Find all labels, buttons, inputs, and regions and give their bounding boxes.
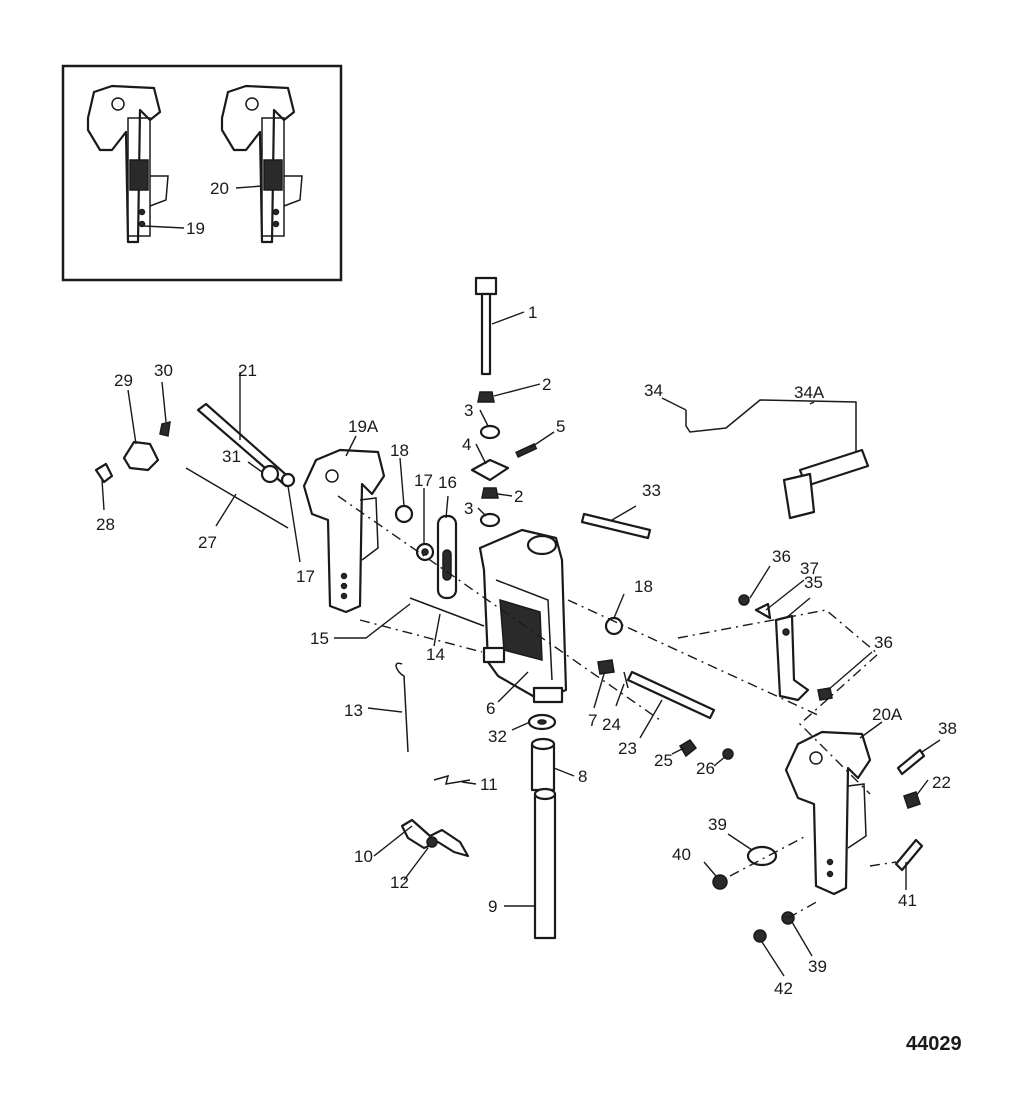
callout-13: 13	[344, 701, 363, 720]
callout-35: 35	[804, 573, 823, 592]
callout-7: 7	[588, 711, 597, 730]
callout-36b: 36	[874, 633, 893, 652]
callout-10: 10	[354, 847, 373, 866]
callout-39b: 39	[808, 957, 827, 976]
callout-33: 33	[642, 481, 661, 500]
callout-24: 24	[602, 715, 621, 734]
callout-22: 22	[932, 773, 951, 792]
callout-6: 6	[486, 699, 495, 718]
callout-17: 17	[414, 471, 433, 490]
callout-25: 25	[654, 751, 673, 770]
callout-18b: 18	[634, 577, 653, 596]
callout-27: 27	[198, 533, 217, 552]
callout-21: 21	[238, 361, 257, 380]
callout-30: 30	[154, 361, 173, 380]
callout-34: 34	[644, 381, 663, 400]
callout-17b: 17	[296, 567, 315, 586]
parts-21-27-28-29-30-31	[94, 402, 296, 529]
callout-19: 19	[186, 219, 205, 238]
callout-15: 15	[310, 629, 329, 648]
parts-35-36-37	[738, 594, 833, 702]
parts-22-38-39-40-41-42	[712, 748, 926, 943]
inset-bracket-20	[220, 84, 303, 244]
inset-bracket-19	[86, 84, 169, 244]
callout-4: 4	[462, 435, 471, 454]
clamp-bracket-20A	[784, 730, 872, 896]
callout-32: 32	[488, 727, 507, 746]
callout-23: 23	[618, 739, 637, 758]
callout-16: 16	[438, 473, 457, 492]
callout-38: 38	[938, 719, 957, 738]
swivel-bracket-6	[478, 528, 568, 704]
callout-2b: 2	[514, 487, 523, 506]
callout-14: 14	[426, 645, 445, 664]
parts-33-34-34A	[580, 399, 870, 540]
pin-1	[474, 276, 498, 376]
callout-20A: 20A	[872, 705, 903, 724]
callout-5: 5	[556, 417, 565, 436]
callout-11: 11	[480, 775, 498, 794]
callout-labels: 1 2 3 4 5 2 3 6 7 8 9 10 11 12 13 14 15 …	[96, 179, 957, 998]
callout-2: 2	[542, 375, 551, 394]
parts-10-11-12-13	[395, 662, 471, 858]
callout-40: 40	[672, 845, 691, 864]
callout-9: 9	[488, 897, 497, 916]
callout-3b: 3	[464, 499, 473, 518]
callout-19A: 19A	[348, 417, 379, 436]
callout-39: 39	[708, 815, 727, 834]
clamp-bracket-19A	[302, 448, 386, 614]
centerlines	[337, 495, 897, 919]
leader-lines	[101, 185, 941, 977]
parts-14-15-16-17-18	[394, 504, 624, 636]
figure-number: 44029	[906, 1033, 962, 1055]
callout-1: 1	[528, 303, 537, 322]
callout-34A: 34A	[794, 383, 825, 402]
parts-32-8-9	[527, 713, 557, 940]
callout-41: 41	[898, 891, 917, 910]
callout-12: 12	[390, 873, 409, 892]
callout-3: 3	[464, 401, 473, 420]
washer-stack	[470, 391, 538, 528]
callout-36: 36	[772, 547, 791, 566]
callout-29: 29	[114, 371, 133, 390]
callout-20: 20	[210, 179, 229, 198]
inset-frame	[61, 64, 343, 282]
callout-37: 37	[800, 559, 819, 578]
parts-7-23-24-25-26	[597, 659, 734, 760]
callout-31: 31	[222, 447, 241, 466]
callout-26: 26	[696, 759, 715, 778]
callout-8: 8	[578, 767, 587, 786]
callout-28: 28	[96, 515, 115, 534]
callout-42: 42	[774, 979, 793, 998]
callout-18: 18	[390, 441, 409, 460]
